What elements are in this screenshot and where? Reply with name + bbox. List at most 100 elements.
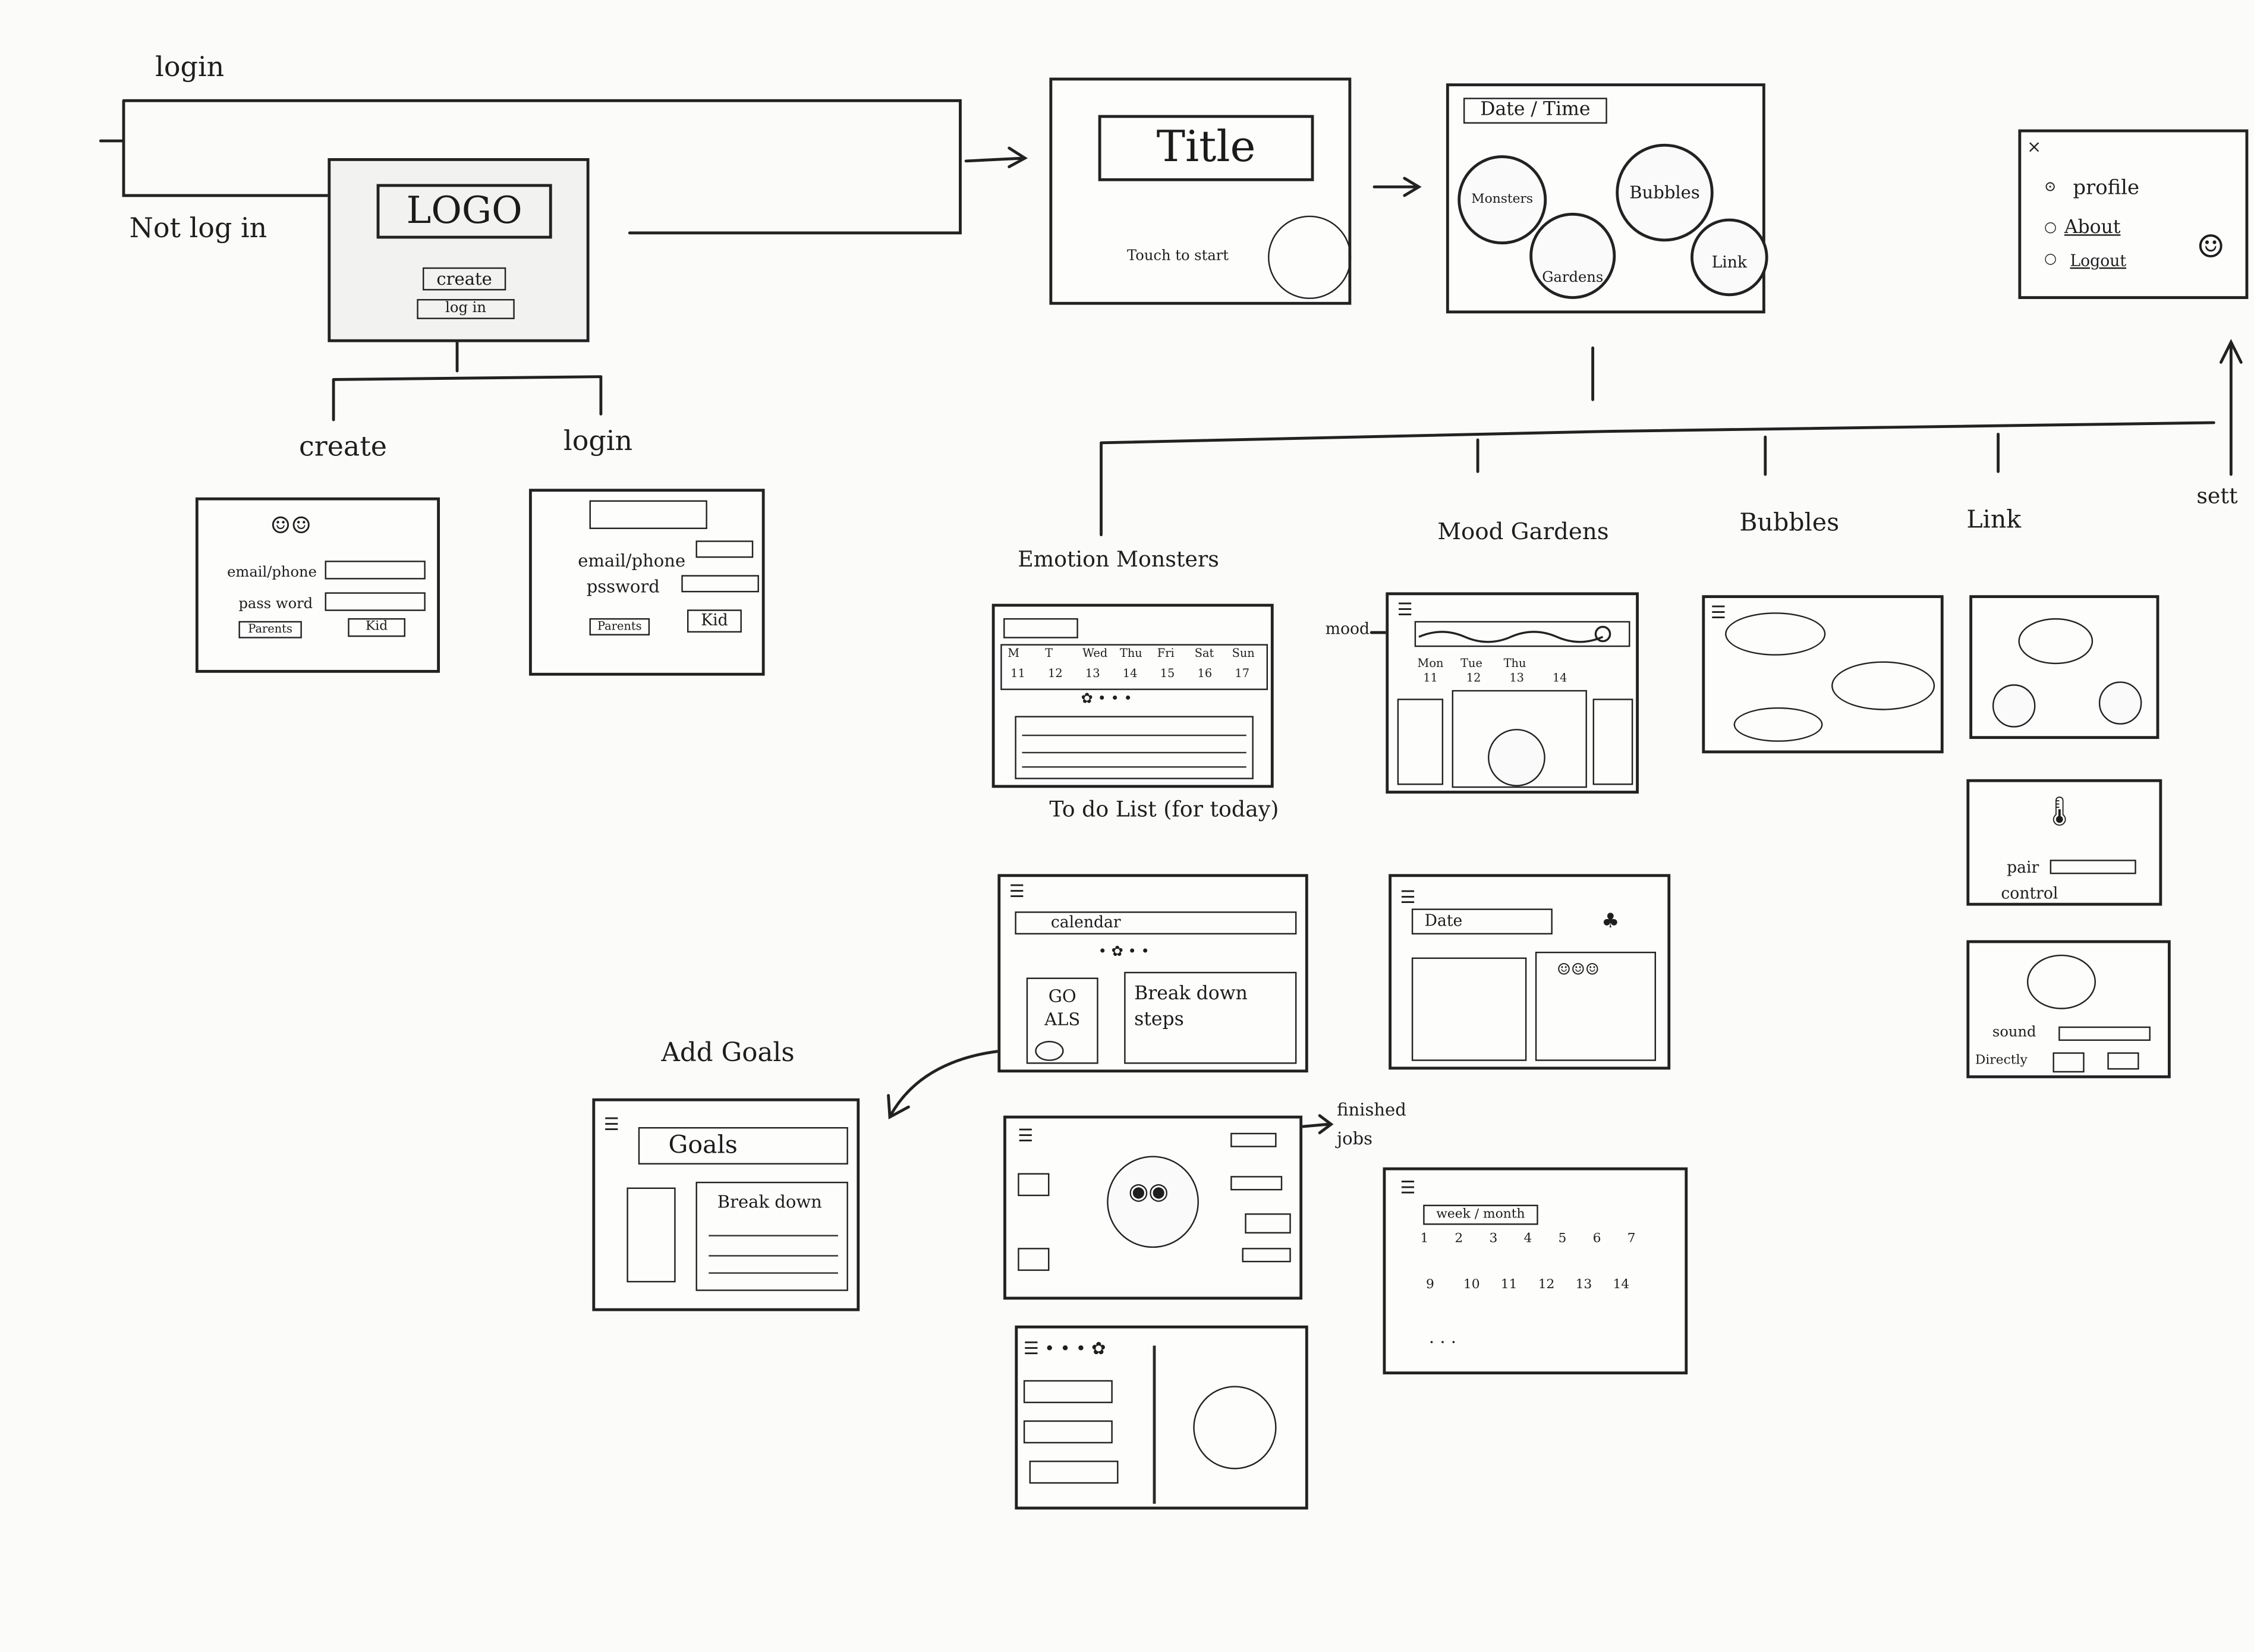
wm-day-6[interactable]: 7 — [1627, 1232, 1636, 1247]
todo-line — [1022, 766, 1246, 768]
week-month-menu-icon[interactable]: ☰ — [1400, 1177, 1416, 1198]
kid-button[interactable]: Kid — [348, 618, 405, 637]
sound-button-1[interactable] — [2052, 1052, 2085, 1073]
login-kid-button[interactable]: Kid — [687, 609, 742, 633]
calendar-date-2[interactable]: 13 — [1085, 667, 1100, 680]
calendar-date-3[interactable]: 14 — [1122, 667, 1138, 680]
calendar-day-6[interactable]: Sun — [1232, 647, 1255, 660]
todo-label: To do List (for today) — [1049, 796, 1279, 823]
bubble-cloud[interactable] — [1733, 707, 1823, 742]
jobs-menu-icon[interactable]: ☰ — [1018, 1125, 1034, 1146]
wm-day-5[interactable]: 6 — [1592, 1232, 1601, 1247]
calendar-date-6[interactable]: 17 — [1235, 667, 1250, 680]
login-header-box — [589, 500, 707, 529]
week-month-toggle[interactable]: week / month — [1423, 1204, 1538, 1225]
calendar-date-4[interactable]: 15 — [1160, 667, 1175, 680]
link-circle[interactable]: Link — [1690, 218, 1768, 297]
date-field[interactable]: Date — [1411, 908, 1553, 934]
bubbles-menu-icon[interactable]: ☰ — [1710, 602, 1726, 623]
wm-day-4[interactable]: 5 — [1558, 1232, 1567, 1247]
emoji-row-1[interactable] — [1023, 1380, 1113, 1404]
week-strip: M T Wed Thu Fri Sat Sun 11 12 13 14 15 16 17 — [1000, 644, 1268, 690]
emoji-row-3[interactable] — [1029, 1461, 1119, 1484]
settings-item-profile[interactable]: profile — [2073, 177, 2140, 200]
calendar-bar[interactable]: calendar — [1015, 911, 1297, 934]
login-parents-button[interactable]: Parents — [589, 618, 650, 635]
email-field[interactable] — [325, 561, 426, 580]
finished-job[interactable] — [1230, 1176, 1283, 1191]
calendar-day-3[interactable]: Thu — [1119, 647, 1142, 660]
email-label: email/phone — [227, 565, 317, 581]
wm-date-2[interactable]: 11 — [1500, 1277, 1518, 1293]
bubble-cloud[interactable] — [1831, 661, 1935, 710]
wm-day-1[interactable]: 2 — [1455, 1232, 1463, 1247]
garden-left-panel — [1397, 698, 1444, 785]
calendar-day-0[interactable]: M — [1008, 647, 1020, 660]
garden-date-menu-icon[interactable]: ☰ — [1400, 887, 1416, 908]
goals-menu-icon[interactable]: ☰ — [1009, 881, 1025, 902]
bubble-cloud[interactable] — [1725, 612, 1826, 656]
garden-date-3[interactable]: 14 — [1552, 671, 1567, 685]
finished-job[interactable] — [1230, 1132, 1277, 1147]
gardens-circle[interactable]: Gardens — [1529, 212, 1616, 300]
breakdown-steps-panel[interactable]: Break down steps — [1124, 971, 1297, 1064]
calendar-day-1[interactable]: T — [1045, 647, 1053, 660]
calendar-day-5[interactable]: Sat — [1194, 647, 1214, 660]
menu-icon[interactable]: ☰ — [1397, 599, 1413, 620]
garden-day-0[interactable]: Mon — [1417, 657, 1444, 670]
login-button[interactable]: log in — [417, 299, 515, 319]
finished-job[interactable] — [1245, 1213, 1291, 1234]
garden-day-1[interactable]: Tue — [1460, 657, 1482, 670]
touch-to-start[interactable]: Touch to start — [1127, 248, 1229, 265]
thermometer-icon[interactable] — [1992, 684, 2036, 728]
sound-slider[interactable] — [2058, 1026, 2151, 1041]
bubbles-circle[interactable]: Bubbles — [1616, 143, 1714, 242]
calendar-day-4[interactable]: Fri — [1157, 647, 1175, 660]
settings-item-about[interactable]: About — [2064, 217, 2121, 239]
calendar-date-1[interactable]: 12 — [1048, 667, 1063, 680]
mood-wave — [1418, 625, 1611, 643]
detail-menu-icon[interactable]: ☰ • • • ✿ — [1023, 1338, 1106, 1359]
calendar-date-0[interactable]: 11 — [1010, 667, 1025, 680]
monsters-circle[interactable]: Monsters — [1457, 155, 1547, 245]
wm-date-3[interactable]: 12 — [1538, 1277, 1555, 1293]
paw-icon[interactable] — [2098, 681, 2142, 725]
wm-day-0[interactable]: 1 — [1420, 1232, 1429, 1247]
garden-day-2[interactable]: Thu — [1503, 657, 1526, 670]
close-icon[interactable]: × — [2026, 136, 2042, 157]
garden-plot-left — [1411, 957, 1527, 1061]
wm-day-3[interactable]: 4 — [1523, 1232, 1532, 1247]
pair-slider[interactable] — [2050, 860, 2136, 874]
wm-date-0[interactable]: 9 — [1426, 1277, 1434, 1293]
garden-date-0[interactable]: 11 — [1423, 671, 1438, 685]
login-screen: email/phone pssword Parents Kid — [528, 489, 765, 676]
garden-date-2[interactable]: 13 — [1509, 671, 1524, 685]
login-password-field[interactable] — [681, 575, 759, 593]
create-button[interactable]: create — [423, 267, 506, 291]
settings-item-logout[interactable]: Logout — [2070, 251, 2127, 270]
password-field[interactable] — [325, 592, 426, 611]
sound-button-2[interactable] — [2107, 1052, 2139, 1070]
control-label: control — [2001, 884, 2058, 903]
not-login-label: Not log in — [129, 212, 267, 245]
add-goal-toggle[interactable] — [1035, 1040, 1064, 1061]
wm-date-5[interactable]: 14 — [1613, 1277, 1630, 1293]
add-goals-menu-icon[interactable]: ☰ — [603, 1114, 619, 1135]
add-goals-breakdown[interactable]: Break down — [695, 1181, 848, 1291]
garden-date-1[interactable]: 12 — [1466, 671, 1481, 685]
parents-button[interactable]: Parents — [238, 621, 302, 638]
calendar-date-5[interactable]: 16 — [1197, 667, 1213, 680]
emoji-row-2[interactable] — [1023, 1420, 1113, 1444]
goals-panel[interactable]: GO ALS — [1026, 977, 1098, 1064]
wm-day-2[interactable]: 3 — [1489, 1232, 1498, 1247]
wm-date-1[interactable]: 10 — [1463, 1277, 1480, 1293]
login-email-field[interactable] — [695, 540, 754, 558]
wm-date-4[interactable]: 13 — [1575, 1277, 1592, 1293]
logo-box: LOGO — [376, 184, 552, 239]
emotion-monsters-label: Emotion Monsters — [1018, 546, 1219, 572]
finished-job[interactable] — [1242, 1248, 1291, 1263]
calendar-day-2[interactable]: Wed — [1082, 647, 1108, 660]
job-card[interactable] — [1018, 1173, 1050, 1197]
job-card[interactable] — [1018, 1248, 1050, 1271]
